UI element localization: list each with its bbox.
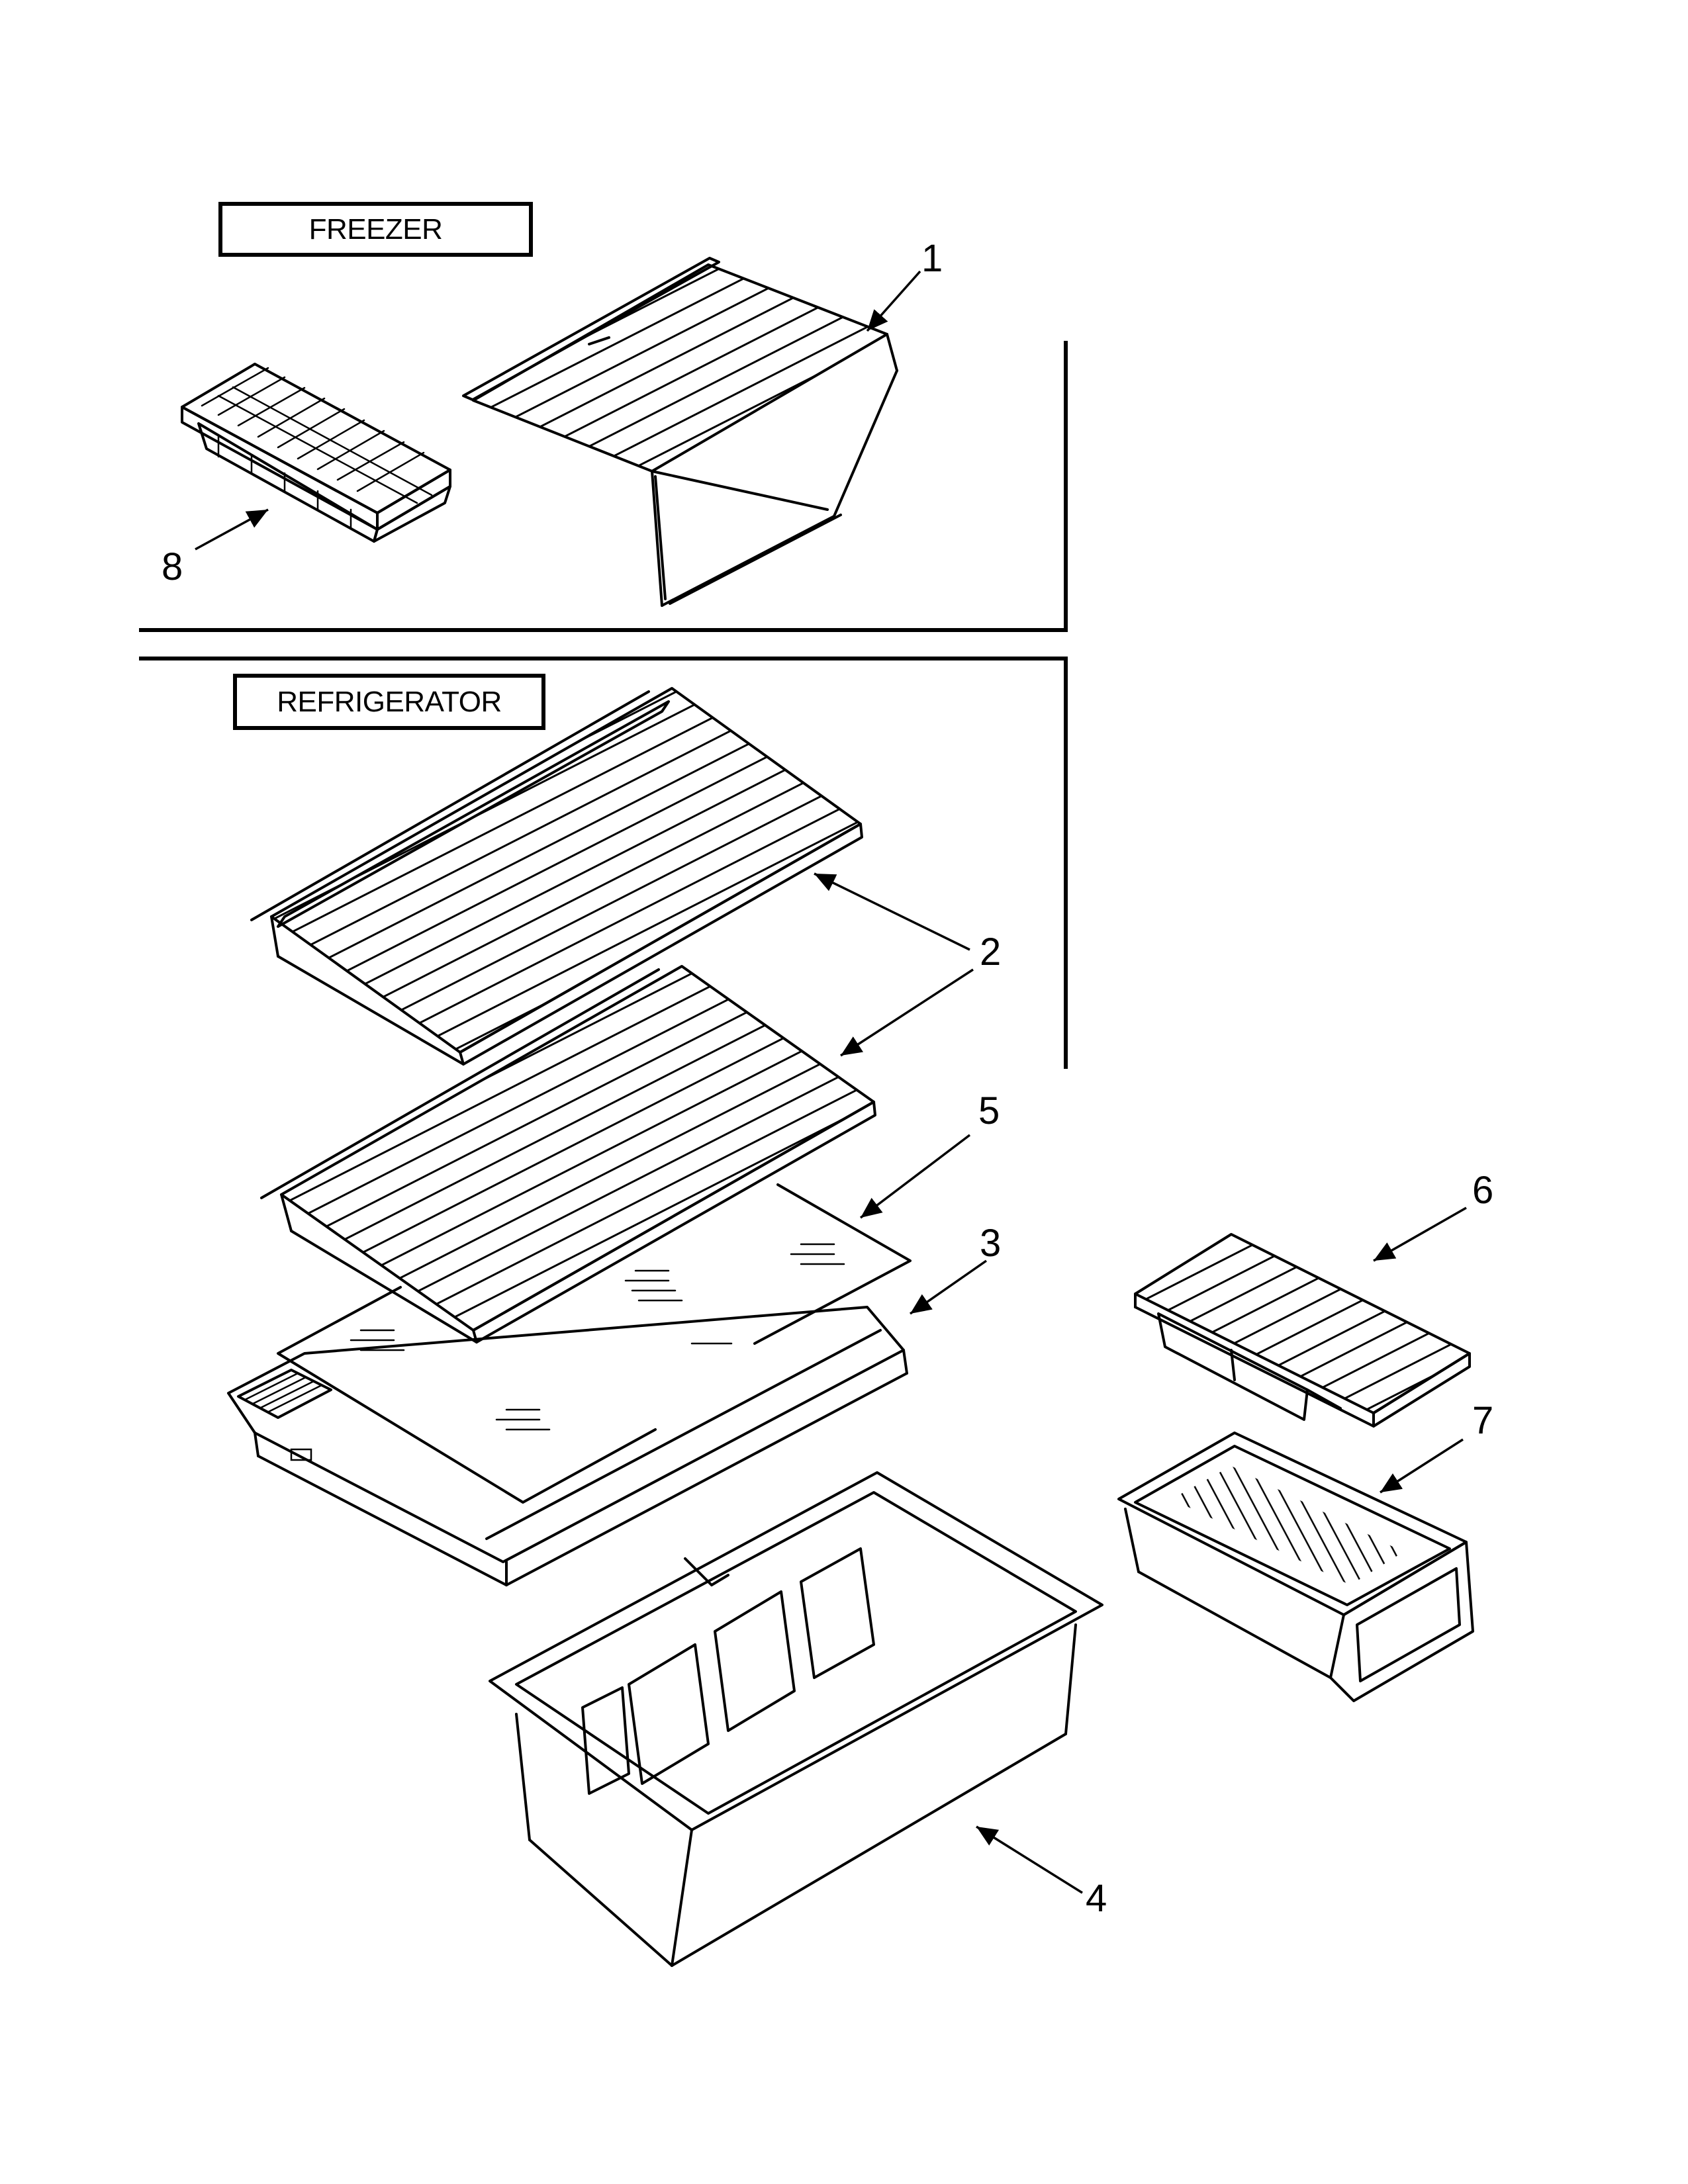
leader-lines	[195, 270, 1467, 1894]
leader-4	[976, 1825, 1083, 1894]
callout-2: 2	[980, 931, 1002, 974]
crisper-drawer-drawing	[489, 1471, 1103, 1967]
leader-2a	[814, 872, 970, 951]
pan-shelf-drawing	[1134, 1233, 1471, 1428]
refrigerator-section-border	[139, 657, 1068, 1069]
callout-6: 6	[1472, 1169, 1494, 1212]
leader-2b	[840, 968, 974, 1057]
fridge-shelf-lower-drawing	[260, 965, 876, 1343]
callout-3: 3	[980, 1222, 1002, 1265]
callout-7: 7	[1472, 1399, 1494, 1442]
leader-8	[195, 508, 269, 551]
leader-6	[1373, 1206, 1467, 1262]
leader-3	[910, 1259, 987, 1315]
crisper-cover-drawing	[227, 1306, 908, 1586]
leader-7	[1380, 1438, 1464, 1494]
callout-4: 4	[1086, 1877, 1107, 1920]
freezer-section-border	[139, 341, 1068, 632]
freezer-shelf-drawing	[462, 257, 898, 607]
pan-drawer-drawing	[1117, 1432, 1474, 1702]
callout-1: 1	[921, 237, 943, 280]
ice-tray-drawing	[181, 363, 451, 543]
callout-8: 8	[162, 545, 183, 588]
leader-5	[859, 1134, 971, 1219]
freezer-label: FREEZER	[218, 202, 533, 257]
fridge-shelf-upper-drawing	[250, 687, 863, 1066]
callout-5: 5	[978, 1089, 1000, 1132]
refrigerator-label: REFRIGERATOR	[233, 674, 545, 730]
glass-insert-drawing	[277, 1183, 912, 1504]
leader-1	[866, 270, 921, 332]
